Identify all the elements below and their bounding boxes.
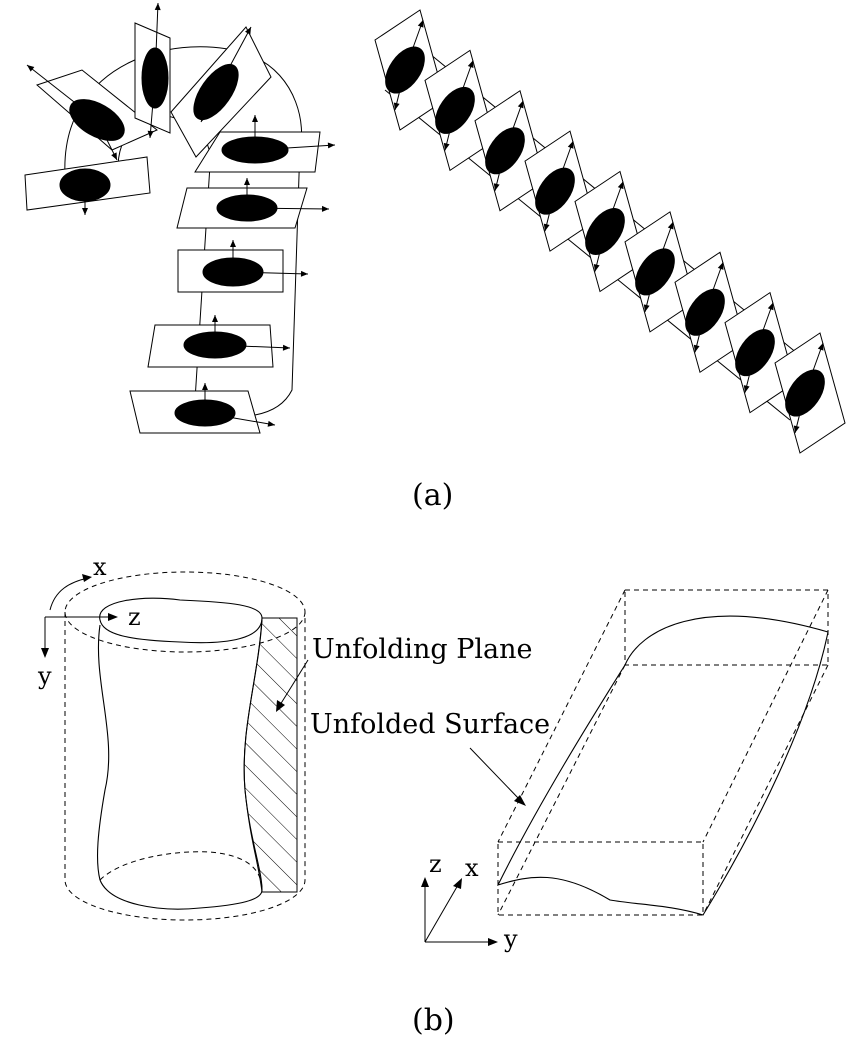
- tube-surface-bottom-front: [99, 879, 263, 910]
- straight-tube-slice: [724, 291, 796, 414]
- curved-tube-normal-arrow: [232, 270, 309, 277]
- curved-tube-slice: [147, 315, 291, 368]
- unfolding-plane-hatch: [243, 617, 298, 893]
- axis-label-y-left: y: [37, 662, 52, 690]
- tube-surface-bottom-back: [99, 851, 263, 891]
- curved-tube-slice: [26, 64, 158, 161]
- panel-a: (a): [24, 2, 846, 513]
- axis-z-right-arrowhead: [421, 877, 429, 887]
- label-unfolded-surface: Unfolded Surface: [310, 709, 550, 740]
- straight-tube-slice: [624, 211, 696, 333]
- curved-tube-normal-arrow: [215, 26, 252, 93]
- straight-tube-slice: [424, 49, 496, 172]
- curved-tube-normal-arrow: [200, 91, 217, 123]
- bounding-box-front-face: [497, 841, 704, 916]
- axis-x-curved-arrow: [49, 577, 89, 611]
- curved-tube-normal-arrow: [154, 2, 161, 79]
- curved-tube-normal-arrow: [26, 64, 98, 121]
- curved-tube-normal-arrow: [252, 115, 258, 150]
- cylinder-diagram: x z y Unfolding Plane: [37, 553, 532, 921]
- curved-tube-normal-arrow: [230, 240, 236, 272]
- straight-tube-normal-arrow: [604, 181, 624, 232]
- curved-tube-slice-group: [24, 2, 336, 434]
- straight-tube-slice-group: [374, 9, 846, 454]
- axis-label-z-right: z: [429, 850, 442, 878]
- caption-a: (a): [412, 478, 453, 513]
- straight-tube-normal-arrow: [543, 191, 556, 232]
- axis-label-x-left: x: [93, 553, 107, 581]
- unfolded-surface-pointer-head: [514, 795, 526, 806]
- unfolded-surface-outline: [496, 615, 829, 916]
- curved-tube-slice: [194, 115, 336, 173]
- straight-tube-normal-arrow: [654, 221, 674, 273]
- axis-y-arrowhead: [41, 648, 49, 658]
- curved-tube-normal-arrow: [147, 77, 156, 139]
- tube-surface-top: [99, 597, 263, 644]
- straight-tube-normal-arrow: [554, 140, 574, 192]
- straight-tube-normal-arrow: [504, 100, 524, 151]
- curved-tube-normal-arrow: [82, 185, 88, 215]
- bounding-box-edges: [497, 589, 829, 916]
- axis-label-y-right: y: [503, 925, 518, 953]
- straight-tube-normal-arrow: [593, 231, 606, 272]
- straight-tube-slice: [374, 9, 446, 131]
- curved-tube-normal-arrow: [254, 142, 336, 151]
- panel-b: x z y Unfolding Plane Unfolded Surface: [37, 553, 829, 1038]
- unfolded-surface-pointer: [469, 747, 521, 801]
- straight-tube-normal-arrow: [393, 69, 406, 111]
- bounding-box-back-face: [624, 589, 829, 666]
- straight-tube-normal-arrow: [754, 302, 774, 353]
- curved-tube-slice: [177, 240, 309, 293]
- curved-tube-slice: [134, 2, 171, 139]
- bounding-cylinder-bottom: [64, 612, 306, 921]
- axis-x-right-line: [424, 884, 459, 943]
- straight-tube-normal-arrow: [443, 110, 456, 151]
- caption-b: (b): [412, 1003, 455, 1038]
- axis-label-z-left: z: [128, 603, 141, 631]
- curved-tube-slice: [129, 383, 276, 434]
- straight-tube-normal-arrow: [743, 352, 756, 393]
- curved-tube-slice: [176, 178, 330, 229]
- axis-label-x-right: x: [465, 854, 479, 882]
- curved-tube-normal-arrow: [246, 205, 330, 212]
- curved-tube-normal-arrow: [204, 412, 276, 427]
- curved-tube-normal-arrow: [244, 178, 250, 208]
- axis-z-arrowhead: [108, 613, 118, 621]
- straight-tube-normal-arrow: [793, 392, 806, 434]
- unfolded-surface-diagram: Unfolded Surface z x y: [310, 589, 829, 953]
- curved-tube-normal-arrow: [214, 344, 291, 351]
- label-unfolding-plane: Unfolding Plane: [312, 634, 532, 665]
- straight-tube-normal-arrow: [704, 262, 724, 313]
- axis-y-right-arrowhead: [488, 938, 498, 946]
- tube-outline-outer: [64, 46, 303, 416]
- straight-tube-normal-arrow: [693, 312, 706, 353]
- straight-tube-slice: [474, 89, 546, 212]
- axis-x-right-arrowhead: [453, 878, 462, 889]
- curved-tube-slice: [170, 26, 272, 158]
- curved-tube-normal-arrow: [96, 119, 118, 161]
- curved-tube-slice: [24, 156, 151, 215]
- straight-tube-slice: [574, 170, 646, 293]
- straight-tube-slice: [774, 332, 846, 454]
- straight-tube-normal-arrow: [454, 60, 474, 111]
- unfolding-plane-pointer-head: [276, 700, 285, 712]
- straight-tube-normal-arrow: [404, 19, 424, 71]
- straight-tube-normal-arrow: [493, 150, 506, 191]
- axis-x-arrowhead: [82, 574, 92, 582]
- straight-tube-slice: [674, 251, 746, 374]
- unfolding-plane-pointer: [279, 659, 309, 706]
- straight-tube-normal-arrow: [804, 342, 824, 394]
- tube-surface-left-wall: [97, 624, 110, 881]
- curved-tube-normal-arrow: [212, 315, 218, 345]
- curved-tube-normal-arrow: [202, 383, 208, 413]
- straight-tube-normal-arrow: [643, 271, 656, 312]
